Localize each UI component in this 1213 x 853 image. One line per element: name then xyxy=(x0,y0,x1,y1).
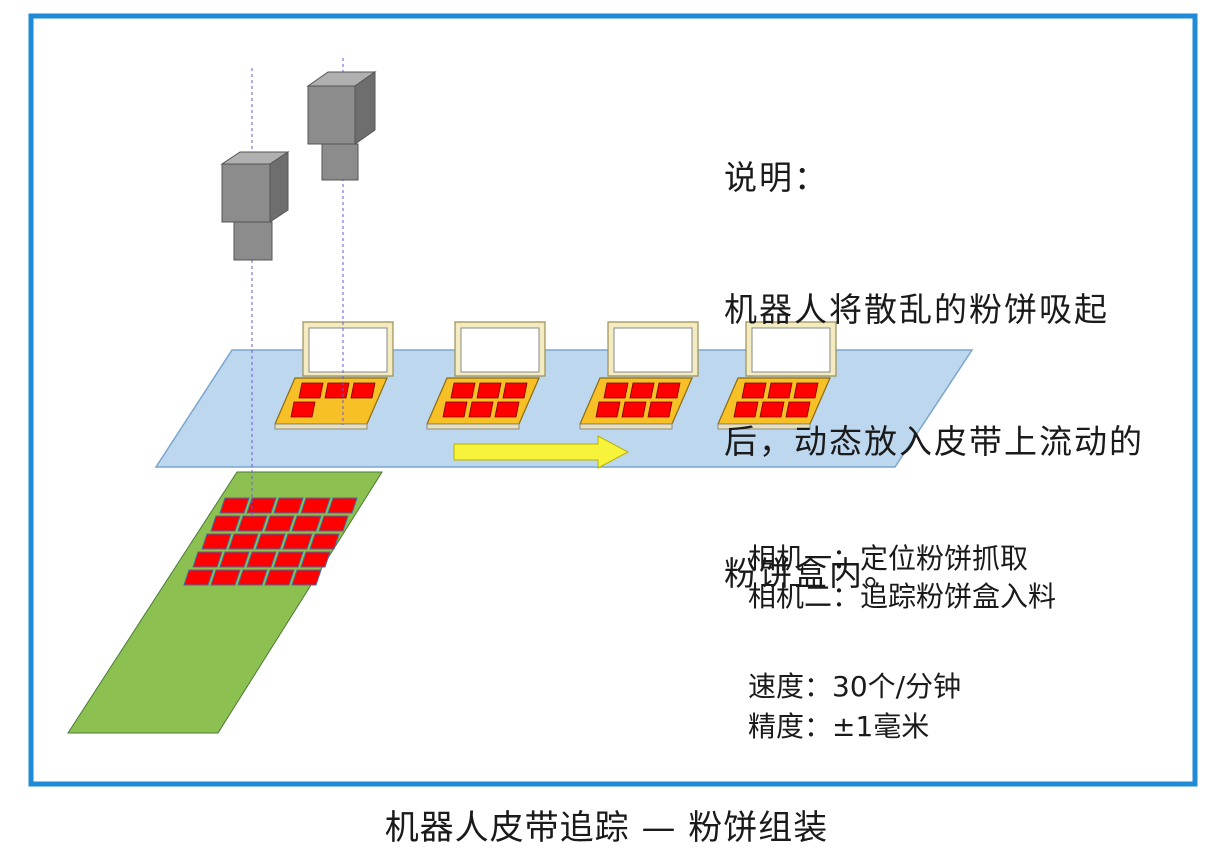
puff-icon xyxy=(298,382,324,399)
spec-camera-2: 相机二：追踪粉饼盒入料 xyxy=(748,580,1057,613)
puff-icon xyxy=(273,497,304,514)
puff-icon xyxy=(442,401,468,418)
puff-icon xyxy=(183,569,214,586)
puff-icon xyxy=(741,382,767,399)
puff-icon xyxy=(192,551,223,568)
puff-icon xyxy=(237,515,268,532)
puff-icon xyxy=(733,401,759,418)
puff-icon xyxy=(324,382,350,399)
puff-icon xyxy=(246,497,277,514)
puff-icon xyxy=(327,497,358,514)
camera-1-icon xyxy=(220,68,290,515)
puff-icon xyxy=(647,401,673,418)
puff-icon xyxy=(237,569,268,586)
puff-icon xyxy=(246,551,277,568)
puff-icon xyxy=(629,382,655,399)
puff-icon xyxy=(219,551,250,568)
diagram-caption: 机器人皮带追踪 — 粉饼组装 xyxy=(384,808,829,848)
description-heading: 说明： xyxy=(724,158,829,197)
puff-icon xyxy=(655,382,681,399)
puff-icon xyxy=(494,401,520,418)
puff-icon xyxy=(264,515,295,532)
compact-box-icon xyxy=(274,321,394,430)
puff-icon xyxy=(476,382,502,399)
puff-icon xyxy=(450,382,476,399)
puff-icon xyxy=(621,401,647,418)
puff-icon xyxy=(201,533,232,550)
spec-accuracy: 精度：±1毫米 xyxy=(748,710,930,743)
puff-icon xyxy=(264,569,295,586)
puff-icon xyxy=(300,497,331,514)
puff-icon xyxy=(210,515,241,532)
puff-icon xyxy=(502,382,528,399)
compact-box-icon xyxy=(426,321,546,430)
direction-arrow xyxy=(453,435,630,469)
puff-icon xyxy=(793,382,819,399)
puff-icon xyxy=(291,569,322,586)
spec-camera-1: 相机一：定位粉饼抓取 xyxy=(748,542,1029,575)
scattered-puffs xyxy=(183,497,358,586)
puff-icon xyxy=(595,401,621,418)
spec-speed: 速度：30个/分钟 xyxy=(748,670,962,703)
puff-icon xyxy=(291,515,322,532)
description-line-3: 粉饼盒内。 xyxy=(724,554,899,593)
puff-icon xyxy=(767,382,793,399)
puff-icon xyxy=(350,382,376,399)
puff-icon xyxy=(228,533,259,550)
puff-icon xyxy=(468,401,494,418)
puff-icon xyxy=(282,533,313,550)
puff-icon xyxy=(255,533,286,550)
puff-icon xyxy=(210,569,241,586)
puff-icon xyxy=(309,533,340,550)
compact-box-icon xyxy=(579,321,699,430)
description-line-2: 后，动态放入皮带上流动的 xyxy=(724,422,1144,461)
puff-icon xyxy=(785,401,811,418)
description-block: 说明： 机器人将散乱的粉饼吸起 后，动态放入皮带上流动的 粉饼盒内。 xyxy=(724,68,1144,640)
diagram-frame xyxy=(28,13,1198,787)
puff-icon xyxy=(318,515,349,532)
puff-icon xyxy=(759,401,785,418)
puff-icon xyxy=(300,551,331,568)
compact-boxes xyxy=(274,321,837,430)
puff-icon xyxy=(219,497,250,514)
description-line-1: 机器人将散乱的粉饼吸起 xyxy=(724,290,1109,329)
compact-box-icon xyxy=(717,321,837,430)
camera-2-icon xyxy=(306,58,377,425)
puff-icon xyxy=(603,382,629,399)
puff-icon xyxy=(290,401,316,418)
puff-icon xyxy=(273,551,304,568)
